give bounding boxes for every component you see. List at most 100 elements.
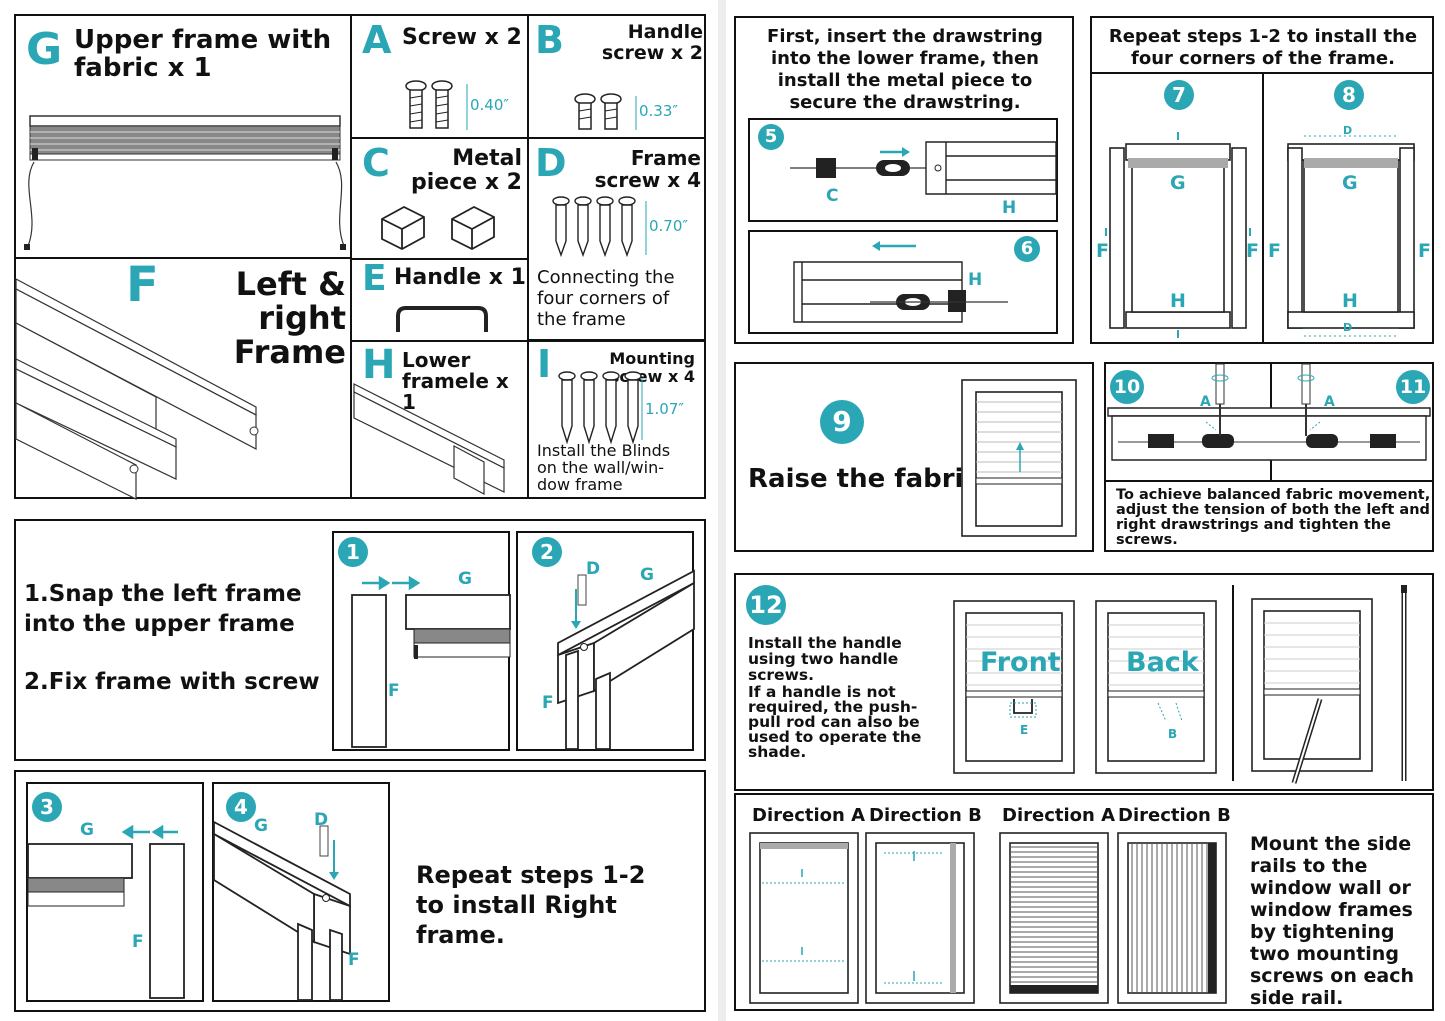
label-e: E <box>1020 723 1029 737</box>
step-12-text-1: Install the handle using two handle scre… <box>748 634 902 684</box>
step-1-panel: 1 G F <box>332 531 511 751</box>
back-window-illustration <box>1095 600 1217 774</box>
part-h-cell: H Lower framele x 1 <box>350 340 529 499</box>
label-h: H <box>968 270 983 290</box>
label-d: D <box>314 810 329 830</box>
step-12-text-2: If a handle is not required, the push-pu… <box>748 683 922 761</box>
part-b-letter: B <box>535 18 564 62</box>
right-page: First, insert the drawstring into the lo… <box>726 0 1445 1021</box>
part-d-cell: D Frame screw x 4 0.70″ Connecting the f… <box>527 137 706 341</box>
mount-box: Direction A Direction B Direction A Dire… <box>734 793 1434 1011</box>
label-b: B <box>1168 727 1178 741</box>
label-f: F <box>542 693 554 713</box>
screw-b-icon <box>574 93 622 130</box>
step-1-number: 1 <box>338 537 368 567</box>
steps-10-11-box: 10 11 A A To achieve balanced fabric mov… <box>1104 362 1434 552</box>
step-8-number: 8 <box>1334 80 1364 110</box>
label-g: G <box>254 816 268 836</box>
part-i-size: 1.07″ <box>645 400 685 418</box>
label-d: D <box>1343 321 1353 334</box>
step-2-panel: 2 D G F <box>516 531 695 751</box>
measure-line <box>645 201 647 255</box>
step-5-heading: First, insert the drawstring into the lo… <box>767 26 1043 113</box>
part-d-letter: D <box>535 141 567 185</box>
part-e-letter: E <box>362 258 387 299</box>
frame-screw-icon <box>552 196 636 258</box>
part-c-title: Metal piece x 2 <box>411 146 522 195</box>
step-6-illustration <box>793 241 1008 323</box>
label-f: F <box>1268 240 1281 262</box>
mount-text: Mount the side rails to the window wall … <box>1250 833 1414 1009</box>
repeat-text: Repeat steps 1-2 to install Right frame. <box>416 861 646 949</box>
step-9-box: 9 Raise the fabric <box>734 362 1094 552</box>
part-f-title: Left & right Frame <box>233 265 346 371</box>
part-d-size: 0.70″ <box>649 217 689 235</box>
step-6-panel: 6 H <box>748 230 1058 334</box>
label-g: G <box>1170 172 1186 194</box>
front-window-illustration <box>953 600 1075 774</box>
step-7-illustration <box>1105 132 1251 338</box>
step-11-number: 11 <box>1396 370 1430 404</box>
steps-3-4-box: 3 G F 4 <box>14 770 706 1012</box>
part-h-title: Lower framele x 1 <box>402 348 509 414</box>
label-c: C <box>826 186 839 206</box>
part-e-title: Handle x 1 <box>394 265 526 290</box>
step-2-number: 2 <box>532 537 562 567</box>
part-h-letter: H <box>362 342 396 388</box>
label-a: A <box>1324 394 1335 410</box>
label-d: D <box>1343 124 1353 137</box>
step-2-text: 2.Fix frame with screw <box>24 669 320 695</box>
step-5-illustration <box>790 141 1057 195</box>
step-12-box: 12 Install the handle using two handle s… <box>734 573 1434 791</box>
step-8-illustration <box>1287 135 1415 337</box>
part-a-size: 0.40″ <box>470 96 510 114</box>
direction-b-frame-1 <box>865 832 975 1004</box>
part-i-cell: I Mounting screw x 4 1.07″ Install the B… <box>527 340 706 499</box>
dir-a-label-1: Direction A <box>752 805 866 826</box>
step-7-number: 7 <box>1164 80 1194 110</box>
part-b-title: Handle screw x 2 <box>601 21 703 64</box>
label-h: H <box>1002 198 1017 218</box>
part-g-letter: G <box>26 24 63 75</box>
left-page: G Upper frame with fabric x 1 A Screw x … <box>0 0 718 1021</box>
step-4-panel: 4 G D F <box>212 782 390 1002</box>
label-g: G <box>80 820 94 840</box>
part-a-letter: A <box>362 18 392 62</box>
step-5-number: 5 <box>758 124 784 150</box>
label-a: A <box>1200 394 1211 410</box>
mounting-screw-icon <box>558 371 642 445</box>
step-7-8-heading: Repeat steps 1-2 to install the four cor… <box>1108 26 1418 69</box>
label-g: G <box>458 569 472 589</box>
label-d: D <box>586 559 601 579</box>
part-a-title: Screw x 2 <box>402 25 522 50</box>
part-e-cell: E Handle x 1 <box>350 258 529 342</box>
dir-b-label-2: Direction B <box>1118 805 1231 826</box>
step-2-illustration <box>557 569 695 750</box>
part-f-letter: F <box>126 257 159 313</box>
measure-line <box>635 96 637 130</box>
steps-7-8-box: Repeat steps 1-2 to install the four cor… <box>1090 16 1434 344</box>
part-a-cell: A Screw x 2 0.40″ <box>350 14 529 139</box>
label-g: G <box>640 565 654 585</box>
step-4-illustration <box>213 820 351 1001</box>
back-label: Back <box>1126 647 1199 678</box>
part-d-note: Connecting the four corners of the frame <box>537 267 675 330</box>
measure-line <box>466 84 468 130</box>
step-12-number: 12 <box>746 585 786 625</box>
part-c-letter: C <box>362 141 390 185</box>
part-i-note: Install the Blinds on the wall/win-dow f… <box>537 441 671 494</box>
step-9-illustration <box>961 379 1077 537</box>
step-9-number: 9 <box>820 400 864 444</box>
part-g-title: Upper frame with fabric x 1 <box>74 25 332 83</box>
step-5-panel: 5 C H <box>748 118 1058 222</box>
step-3-number: 3 <box>32 792 62 822</box>
step-3-panel: 3 G F <box>26 782 204 1002</box>
step-10-11-illustration <box>1107 363 1431 461</box>
divider <box>1232 585 1234 781</box>
direction-a-frame-1 <box>749 832 859 1004</box>
direction-b-frame-2 <box>1117 832 1227 1004</box>
label-f: F <box>1246 240 1259 262</box>
divider <box>1106 480 1432 482</box>
part-i-letter: I <box>537 342 552 386</box>
label-f: F <box>348 950 360 970</box>
